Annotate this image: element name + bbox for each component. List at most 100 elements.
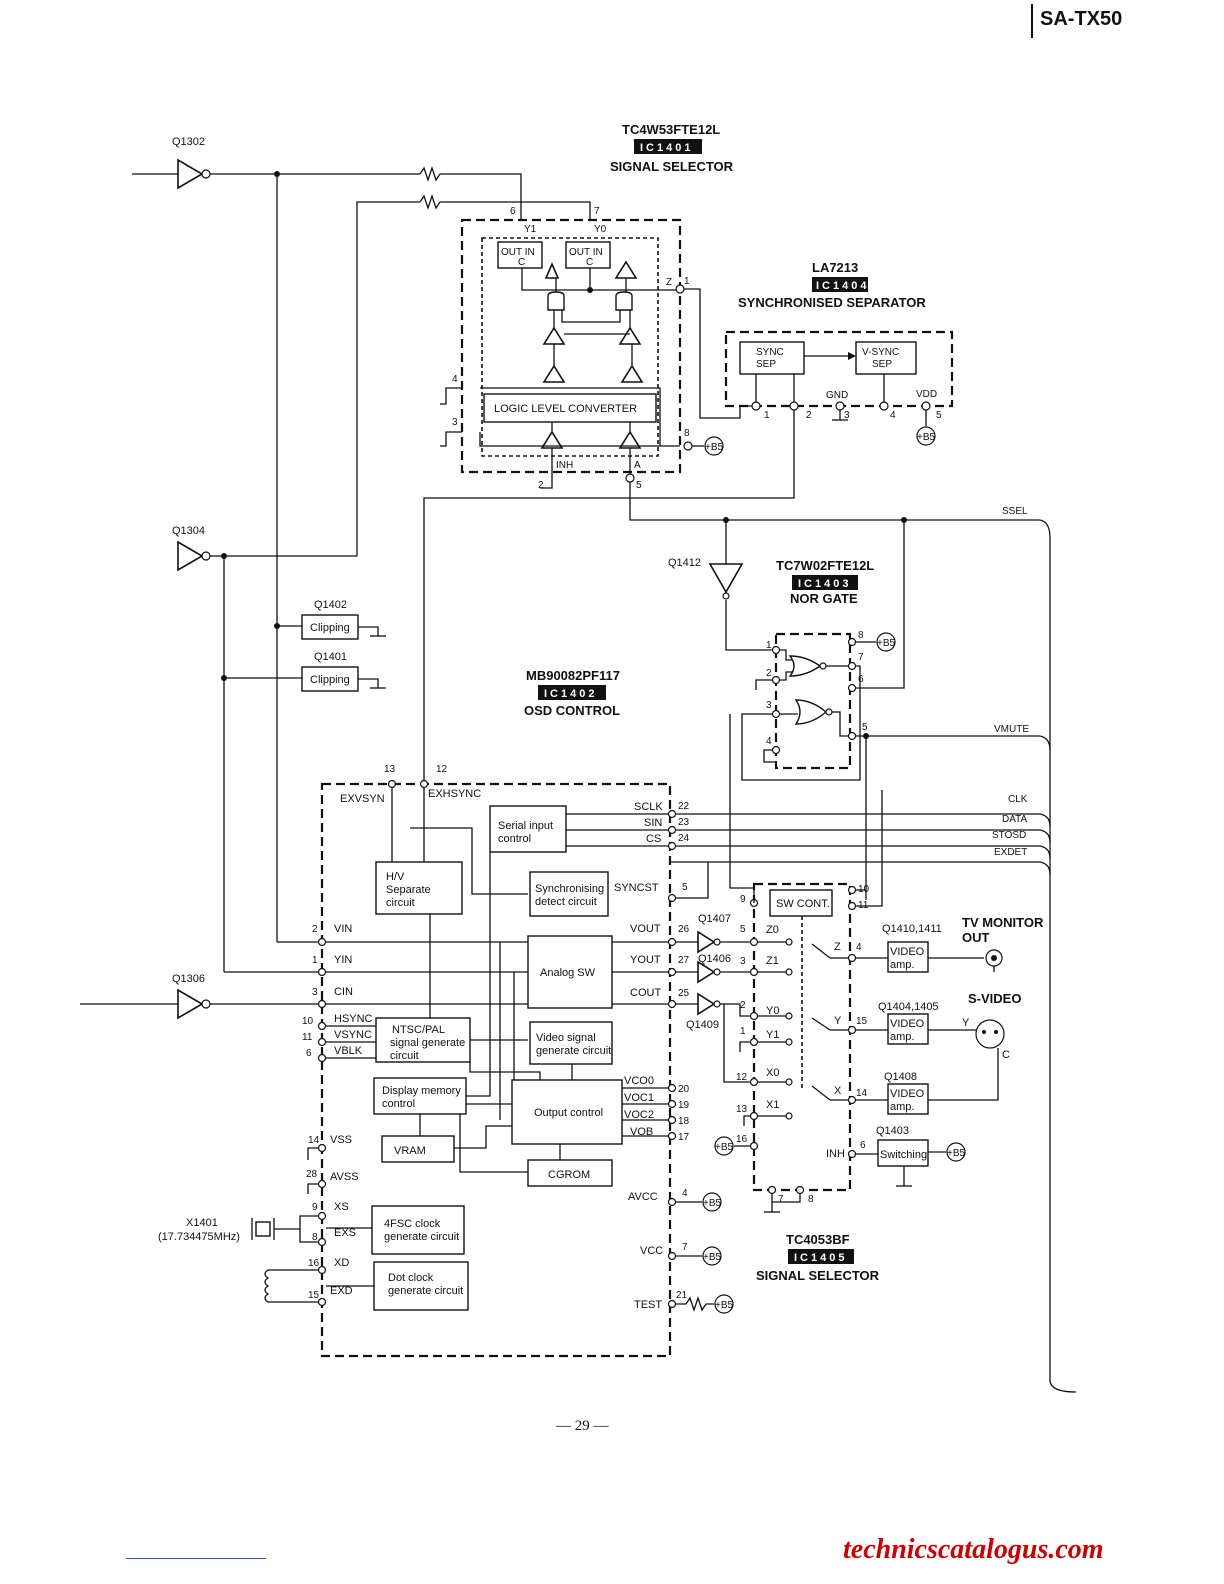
q1403-label: Q1403 xyxy=(876,1125,909,1137)
svg-text:7: 7 xyxy=(682,1242,688,1253)
svg-text:X1: X1 xyxy=(766,1099,779,1111)
q1412-label: Q1412 xyxy=(668,557,701,569)
svg-text:TEST: TEST xyxy=(634,1299,662,1311)
svg-text:EXS: EXS xyxy=(334,1227,356,1239)
page-number: — 29 — xyxy=(556,1418,609,1434)
svg-text:amp.: amp. xyxy=(890,1101,914,1113)
q1306-buffer xyxy=(177,988,204,1020)
svg-text:VSS: VSS xyxy=(330,1134,352,1146)
svg-text:C: C xyxy=(586,257,593,268)
svg-text:14: 14 xyxy=(856,1088,868,1099)
svg-text:13: 13 xyxy=(384,764,396,775)
svg-text:EXD: EXD xyxy=(330,1285,353,1297)
clipping-label: Clipping xyxy=(310,674,350,686)
svg-text:generate circuit: generate circuit xyxy=(536,1045,611,1057)
ic1401-outline xyxy=(460,218,682,474)
svg-text:2: 2 xyxy=(740,1000,746,1011)
svg-text:Y1: Y1 xyxy=(524,224,537,235)
clipping-block-q1402 xyxy=(301,614,359,640)
analog-switch xyxy=(527,935,613,1009)
ic1402-badge xyxy=(538,685,606,700)
svg-text:24: 24 xyxy=(678,833,690,844)
svg-text:7: 7 xyxy=(594,206,600,217)
ic1405-badge xyxy=(788,1249,854,1264)
svg-text:8: 8 xyxy=(858,630,864,641)
output-control xyxy=(511,1079,623,1145)
svg-text:VSYNC: VSYNC xyxy=(334,1029,372,1041)
svg-text:9: 9 xyxy=(312,1202,318,1213)
q1401-label: Q1401 xyxy=(314,651,347,663)
fsc-clock-generator xyxy=(371,1205,465,1255)
x1401-freq: (17.734475MHz) xyxy=(158,1231,240,1243)
svg-text:VOUT: VOUT xyxy=(630,923,661,935)
svg-text:VIDEO: VIDEO xyxy=(890,946,925,958)
ic1403-badge xyxy=(792,575,858,590)
svg-text:CS: CS xyxy=(646,833,661,845)
hv-separate-circuit xyxy=(375,861,463,915)
svg-text:10: 10 xyxy=(302,1016,314,1027)
svg-text:VIDEO: VIDEO xyxy=(890,1088,925,1100)
tv-monitor-out-label-2: OUT xyxy=(962,930,990,945)
svg-text:6: 6 xyxy=(306,1048,312,1059)
svg-text:SEP: SEP xyxy=(872,359,892,370)
svg-text:+B5: +B5 xyxy=(947,1148,966,1159)
nor-gate-2 xyxy=(794,699,828,725)
q1306-output xyxy=(201,999,211,1009)
clipping-label: Clipping xyxy=(310,622,350,634)
svg-text:generate circuit: generate circuit xyxy=(388,1285,463,1297)
ic1401-switch-1 xyxy=(497,241,543,269)
svg-text:7: 7 xyxy=(778,1194,784,1205)
svg-text:VOC1: VOC1 xyxy=(624,1092,654,1104)
svg-text:VRAM: VRAM xyxy=(394,1145,426,1157)
ic1403-function: NOR GATE xyxy=(790,591,858,606)
svg-text:YIN: YIN xyxy=(334,954,352,966)
svg-text:SW CONT.: SW CONT. xyxy=(776,898,830,910)
llc-label: LOGIC LEVEL CONVERTER xyxy=(494,403,637,415)
svg-text:4: 4 xyxy=(766,736,772,747)
sync-detect-circuit xyxy=(529,871,609,917)
svg-text:control: control xyxy=(498,833,531,845)
svg-text:VCO0: VCO0 xyxy=(624,1075,654,1087)
title-rule xyxy=(1031,4,1033,38)
svg-text:EXHSYNC: EXHSYNC xyxy=(428,788,481,800)
svg-text:Y0: Y0 xyxy=(594,224,607,235)
watermark: technicscatalogus.com xyxy=(843,1534,1104,1565)
page-title: SA-TX50 xyxy=(1040,8,1123,30)
svg-text:X0: X0 xyxy=(766,1067,779,1079)
q1304-output xyxy=(201,551,211,561)
svg-text:19: 19 xyxy=(678,1100,690,1111)
svg-text:11: 11 xyxy=(302,1032,313,1043)
svg-text:SIN: SIN xyxy=(644,817,662,829)
svg-text:2: 2 xyxy=(806,410,812,421)
video-signal-generator xyxy=(529,1021,613,1065)
svg-text:5: 5 xyxy=(682,882,688,893)
ic1402-ref: IC1402 xyxy=(544,688,597,700)
svg-text:VBLK: VBLK xyxy=(334,1045,363,1057)
vram-block xyxy=(381,1135,455,1163)
ic1401-badge xyxy=(634,139,702,154)
svg-text:CGROM: CGROM xyxy=(548,1169,590,1181)
svg-text:XS: XS xyxy=(334,1201,349,1213)
svg-text:+B5: +B5 xyxy=(715,1142,734,1153)
svg-text:17: 17 xyxy=(678,1132,690,1143)
svg-text:2: 2 xyxy=(312,924,318,935)
svg-text:VOB: VOB xyxy=(630,1126,653,1138)
svg-text:4FSC clock: 4FSC clock xyxy=(384,1218,441,1230)
svg-text:4: 4 xyxy=(682,1188,688,1199)
q1409-label: Q1409 xyxy=(686,1019,719,1031)
ic1403-ref: IC1403 xyxy=(798,578,851,590)
svg-text:15: 15 xyxy=(308,1290,320,1301)
vsync-sep-block xyxy=(855,341,917,375)
svg-text:28: 28 xyxy=(306,1169,318,1180)
svg-text:23: 23 xyxy=(678,817,690,828)
svg-text:3: 3 xyxy=(740,956,746,967)
svg-text:CIN: CIN xyxy=(334,986,353,998)
svg-text:YOUT: YOUT xyxy=(630,954,661,966)
ic1402-outline xyxy=(320,782,672,1358)
ic1404-function: SYNCHRONISED SEPARATOR xyxy=(738,295,926,310)
svg-text:Z1: Z1 xyxy=(766,955,779,967)
display-memory-control xyxy=(373,1077,467,1115)
svg-text:Analog SW: Analog SW xyxy=(540,967,596,979)
stosd-label: STOSD xyxy=(992,830,1026,841)
svg-text:C: C xyxy=(1002,1049,1010,1061)
